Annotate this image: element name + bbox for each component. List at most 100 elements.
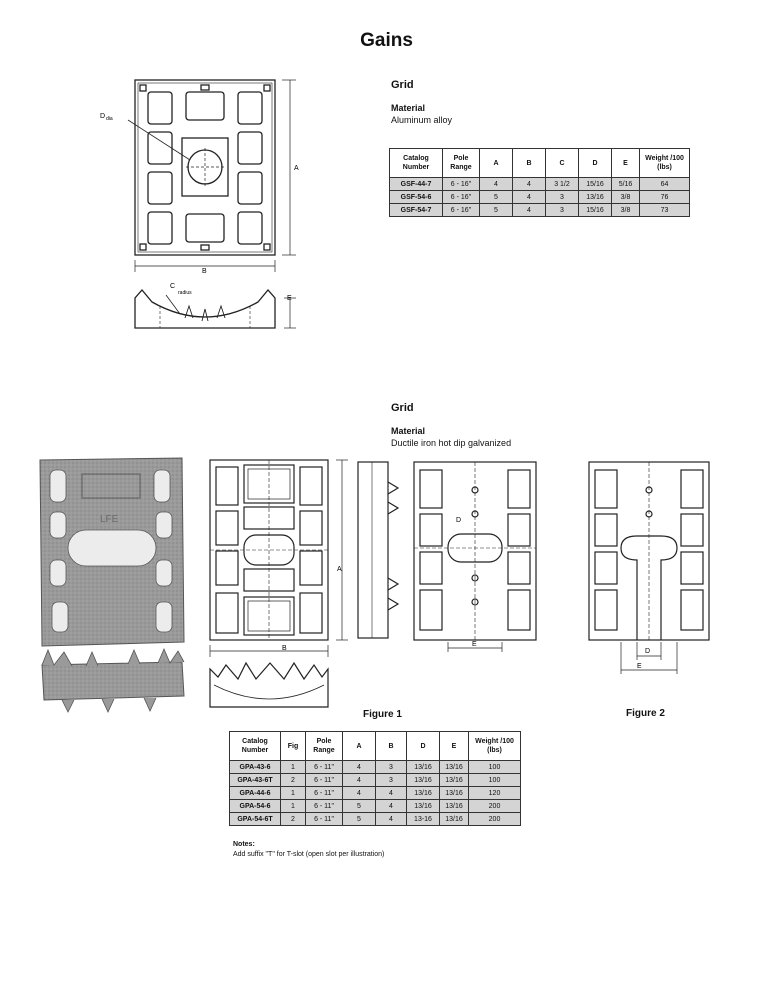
table-row: GPA-54-6 1 6 - 11" 5 4 13/16 13/16 200 <box>229 799 521 813</box>
fig1-dim-label-b: B <box>282 645 287 652</box>
col-a: A <box>479 148 513 178</box>
cell: 4 <box>375 786 407 800</box>
cell: 4 <box>479 177 513 191</box>
cell: 4 <box>375 799 407 813</box>
cell: 15/16 <box>578 177 612 191</box>
cell: 6 - 11" <box>305 773 343 787</box>
cell: 13/16 <box>406 786 440 800</box>
section2-material-value: Ductile iron hot dip galvanized <box>391 438 512 448</box>
table-row: GSF-44-7 6 - 16" 4 4 3 1/2 15/16 5/16 64 <box>389 177 690 191</box>
page-title: Gains <box>360 30 413 51</box>
cell: 3 <box>375 773 407 787</box>
cell: 15/16 <box>578 203 612 217</box>
cell: 64 <box>639 177 690 191</box>
cell: GSF-54-6 <box>389 190 443 204</box>
figure1-side-view <box>357 461 400 639</box>
col-d: D <box>578 148 612 178</box>
cell: GPA-44-6 <box>229 786 281 800</box>
cell: 76 <box>639 190 690 204</box>
notes-label: Notes: <box>233 841 255 848</box>
dim-label-c: C <box>170 283 175 290</box>
dim-label-d-sub: dia <box>106 116 113 122</box>
cell: 13/16 <box>578 190 612 204</box>
cell: 3 <box>375 760 407 774</box>
photo-mark: LFE <box>100 514 119 525</box>
table-header-row: Catalog Number Pole Range A B C D E Weig… <box>389 148 690 178</box>
cell: 4 <box>342 773 376 787</box>
cell: 6 - 16" <box>442 190 480 204</box>
figure2-label: Figure 2 <box>626 708 665 719</box>
cell: 73 <box>639 203 690 217</box>
cell: 13/16 <box>439 773 469 787</box>
cell: GSF-54-7 <box>389 203 443 217</box>
table-row: GSF-54-7 6 - 16" 5 4 3 15/16 3/8 73 <box>389 203 690 217</box>
cell: 4 <box>375 812 407 826</box>
figure1-label: Figure 1 <box>363 709 402 720</box>
col-pole-range: Pole Range <box>305 731 343 761</box>
cell: 5 <box>479 190 513 204</box>
cell: 13/16 <box>439 799 469 813</box>
cell: GPA-54-6T <box>229 812 281 826</box>
col-b: B <box>375 731 407 761</box>
dim-label-e: E <box>287 295 292 302</box>
dim-label-a: A <box>294 165 299 172</box>
cell: 200 <box>468 812 521 826</box>
section1-material-value: Aluminum alloy <box>391 115 453 125</box>
section1-heading: Grid <box>391 79 414 91</box>
dim-label-b: B <box>202 268 207 275</box>
cell: 13/16 <box>439 760 469 774</box>
aluminum-gain-drawing: D dia A B C radius E <box>100 79 299 329</box>
col-weight: Weight /100 (lbs) <box>468 731 521 761</box>
cell: 13/16 <box>406 773 440 787</box>
cell: GSF-44-7 <box>389 177 443 191</box>
cell: 6 - 16" <box>442 177 480 191</box>
cell: 3/8 <box>611 190 640 204</box>
cell: 13/16 <box>439 812 469 826</box>
cell: GPA-43-6T <box>229 773 281 787</box>
cell: 5 <box>342 799 376 813</box>
cell: 6 - 16" <box>442 203 480 217</box>
figure1-center-view: D E <box>413 461 537 652</box>
figure2-t-slot-view: D E <box>588 461 710 674</box>
cell: 13-16 <box>406 812 440 826</box>
dim-label-d: D <box>100 113 105 120</box>
cell: GPA-43-6 <box>229 760 281 774</box>
cell: 200 <box>468 799 521 813</box>
figure1-top-view: A B <box>209 459 348 708</box>
col-fig: Fig <box>280 731 306 761</box>
section1-material-label: Material <box>391 103 426 113</box>
table-row: GPA-44-6 1 6 - 11" 4 4 13/16 13/16 120 <box>229 786 521 800</box>
cell: 120 <box>468 786 521 800</box>
col-c: C <box>545 148 579 178</box>
cell: 4 <box>342 786 376 800</box>
cell: 100 <box>468 760 521 774</box>
fig1-dim-label-d: D <box>456 517 461 524</box>
cell: 4 <box>512 177 546 191</box>
notes-text: Add suffix "T" for T-slot (open slot per… <box>233 851 385 858</box>
table-row: GPA-54-6T 2 6 - 11" 5 4 13-16 13/16 200 <box>229 812 521 826</box>
col-e: E <box>439 731 469 761</box>
cell: 4 <box>512 203 546 217</box>
table-header-row: Catalog Number Fig Pole Range A B D E We… <box>229 731 521 761</box>
table-row: GSF-54-6 6 - 16" 5 4 3 13/16 3/8 76 <box>389 190 690 204</box>
col-weight: Weight /100 (lbs) <box>639 148 690 178</box>
col-catalog-number: Catalog Number <box>389 148 443 178</box>
cell: 6 - 11" <box>305 812 343 826</box>
fig2-dim-label-d: D <box>645 648 650 655</box>
col-a: A <box>342 731 376 761</box>
fig1-dim-label-e: E <box>472 641 477 648</box>
cell: 2 <box>280 812 306 826</box>
cell: 5 <box>479 203 513 217</box>
col-pole-range: Pole Range <box>442 148 480 178</box>
table-row: GPA-43-6 1 6 - 11" 4 3 13/16 13/16 100 <box>229 760 521 774</box>
ductile-gain-photo: LFE <box>39 457 185 713</box>
cell: 1 <box>280 786 306 800</box>
col-catalog-number: Catalog Number <box>229 731 281 761</box>
fig1-dim-label-a: A <box>337 566 342 573</box>
cell: 6 - 11" <box>305 760 343 774</box>
cell: 3/8 <box>611 203 640 217</box>
cell: 100 <box>468 773 521 787</box>
table-row: GPA-43-6T 2 6 - 11" 4 3 13/16 13/16 100 <box>229 773 521 787</box>
cell: 13/16 <box>406 760 440 774</box>
cell: 6 - 11" <box>305 786 343 800</box>
